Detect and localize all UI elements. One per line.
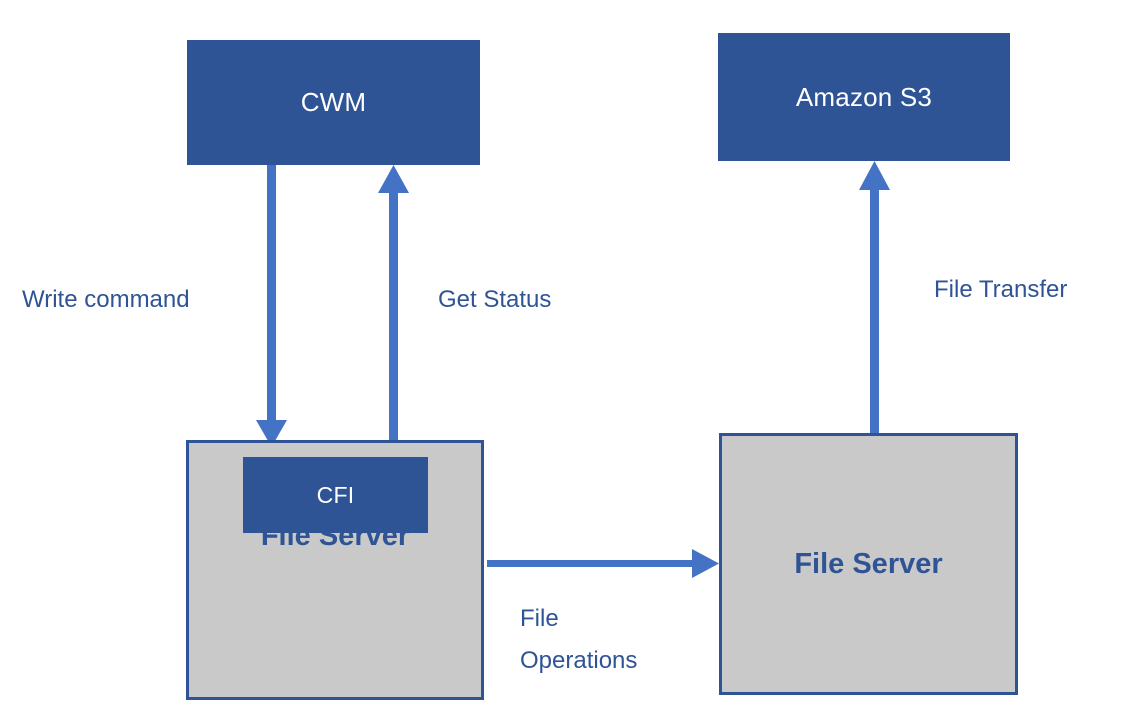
edge-label-file-operations: File Operations <box>520 605 638 674</box>
node-amazon-s3-label: Amazon S3 <box>795 81 933 112</box>
edge-label-file-transfer: File Transfer <box>934 276 1068 303</box>
edge-label-get-status: Get Status <box>438 286 552 313</box>
arrow-file-operations <box>487 549 719 578</box>
arrow-file-transfer <box>859 161 890 443</box>
node-file-server-right-label: File Server <box>794 547 943 580</box>
node-file-server-right[interactable]: File Server <box>719 433 1018 695</box>
arrow-get-status <box>378 165 409 448</box>
node-amazon-s3[interactable]: Amazon S3 <box>718 33 1010 161</box>
arrow-write-command <box>256 164 287 447</box>
node-cfi[interactable]: CFI <box>243 457 428 533</box>
node-cwm-label: CWM <box>300 87 367 117</box>
edge-label-write-command: Write command <box>22 286 190 313</box>
node-cfi-label: CFI <box>316 481 355 508</box>
node-cwm[interactable]: CWM <box>187 40 480 165</box>
